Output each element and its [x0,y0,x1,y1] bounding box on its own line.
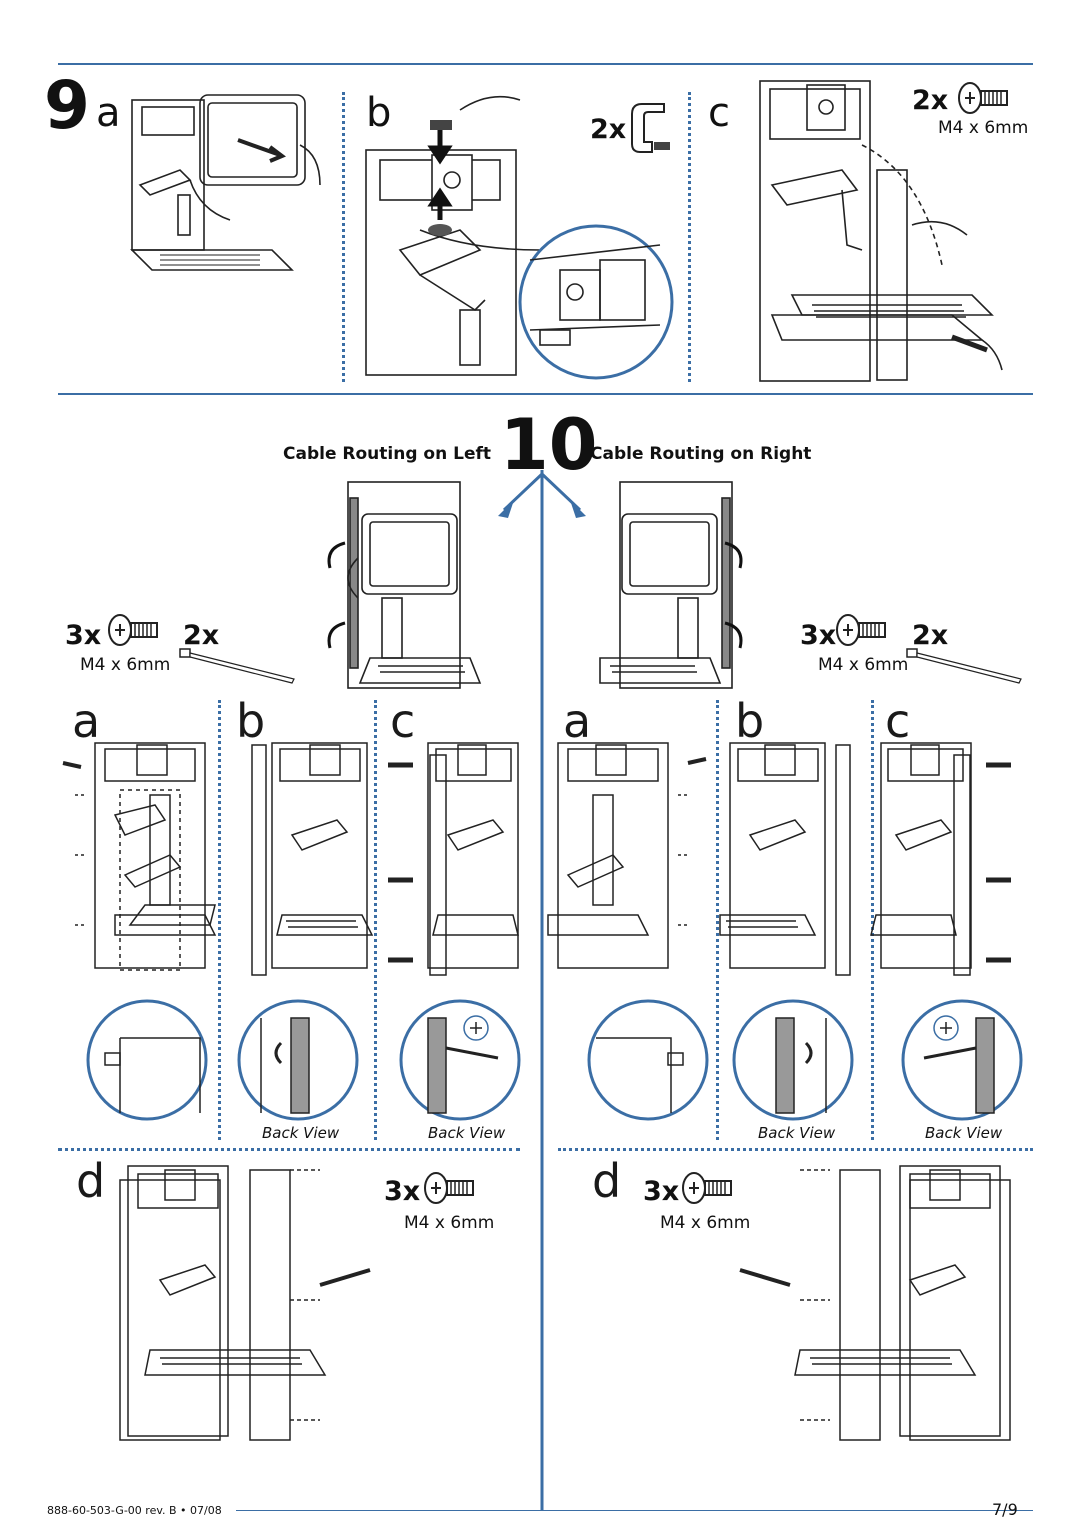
branch-arrows [498,470,586,1510]
mid-rule [58,393,1033,395]
cable-routing-right-title: Cable Routing on Right [590,444,812,464]
step-10-number: 10 [500,404,598,486]
left-overview-illustration [327,481,482,689]
cable-routing-left-title: Cable Routing on Left [283,444,491,464]
doc-number: 888-60-503-G-00 rev. B • 07/08 [47,1504,222,1517]
step-9b-clip-qty: 2x [590,114,627,145]
left-tie-qty: 2x [183,620,220,651]
left-10a-detail-circle [86,999,208,1121]
left-panel-a-label: a [72,694,101,748]
divider-10-left-ab [218,700,221,1140]
left-10a-illustration [62,742,217,971]
step-9c-label: c [708,90,730,136]
left-10d-illustration [119,1165,371,1441]
step-9c-screw-size: M4 x 6mm [938,118,1029,138]
cable-clip-icon [631,103,670,153]
step-9c-screw-qty: 2x [912,85,949,116]
right-back-view-b: Back View [758,1124,836,1142]
right-tie-qty: 2x [912,620,949,651]
left-10b-detail-circle [237,999,359,1121]
right-screw-qty: 3x [800,620,837,651]
right-10d-illustration [739,1165,1011,1441]
page-number: 7/9 [992,1500,1018,1519]
divider-10-right-bc [871,700,874,1140]
step-9a-illustration [130,94,321,271]
left-panel-b-label: b [236,694,266,748]
right-overview-illustration [599,481,743,689]
left-screw-qty: 3x [65,620,102,651]
divider-9bc [688,92,691,382]
right-panel-c-label: c [885,694,911,748]
right-10c-illustration [870,742,1011,976]
right-panel-a-label: a [563,694,592,748]
step-9c-illustration [759,80,1003,382]
right-cable-tie-icon [906,648,1022,684]
right-panel-d-label: d [592,1154,622,1208]
right-10b-detail-circle [732,999,854,1121]
left-10b-illustration [251,742,374,976]
left-d-screw-icon [424,1172,474,1204]
left-back-view-c: Back View [428,1124,506,1142]
step-9a-label: a [96,90,121,136]
left-10c-illustration [388,742,519,976]
right-screw-icon [836,614,886,646]
right-d-screw-icon [682,1172,732,1204]
step-9b-label: b [366,90,392,136]
step-9b-illustration [365,95,674,380]
right-10a-illustration [547,742,707,969]
divider-10-right-ab [716,700,719,1140]
footer-rule [236,1510,1033,1511]
divider-10-left-d [58,1148,520,1151]
right-back-view-c: Back View [925,1124,1003,1142]
left-cable-tie-icon [179,648,295,684]
left-d-screw-size: M4 x 6mm [404,1213,495,1233]
screw-icon [958,82,1008,114]
left-back-view-b: Back View [262,1124,340,1142]
left-panel-c-label: c [390,694,416,748]
left-d-screw-qty: 3x [384,1176,421,1207]
step-9-number: 9 [44,67,90,144]
left-screw-icon [108,614,158,646]
left-screw-size: M4 x 6mm [80,655,171,675]
right-10c-detail-circle [901,999,1023,1121]
left-10c-detail-circle [399,999,521,1121]
left-panel-d-label: d [76,1154,106,1208]
right-d-screw-size: M4 x 6mm [660,1213,751,1233]
right-10b-illustration [719,742,851,976]
divider-10-right-d [558,1148,1033,1151]
top-rule [58,63,1033,65]
right-panel-b-label: b [735,694,765,748]
right-10a-detail-circle [587,999,709,1121]
divider-10-left-bc [374,700,377,1140]
right-d-screw-qty: 3x [643,1176,680,1207]
right-screw-size: M4 x 6mm [818,655,909,675]
divider-9ab [342,92,345,382]
